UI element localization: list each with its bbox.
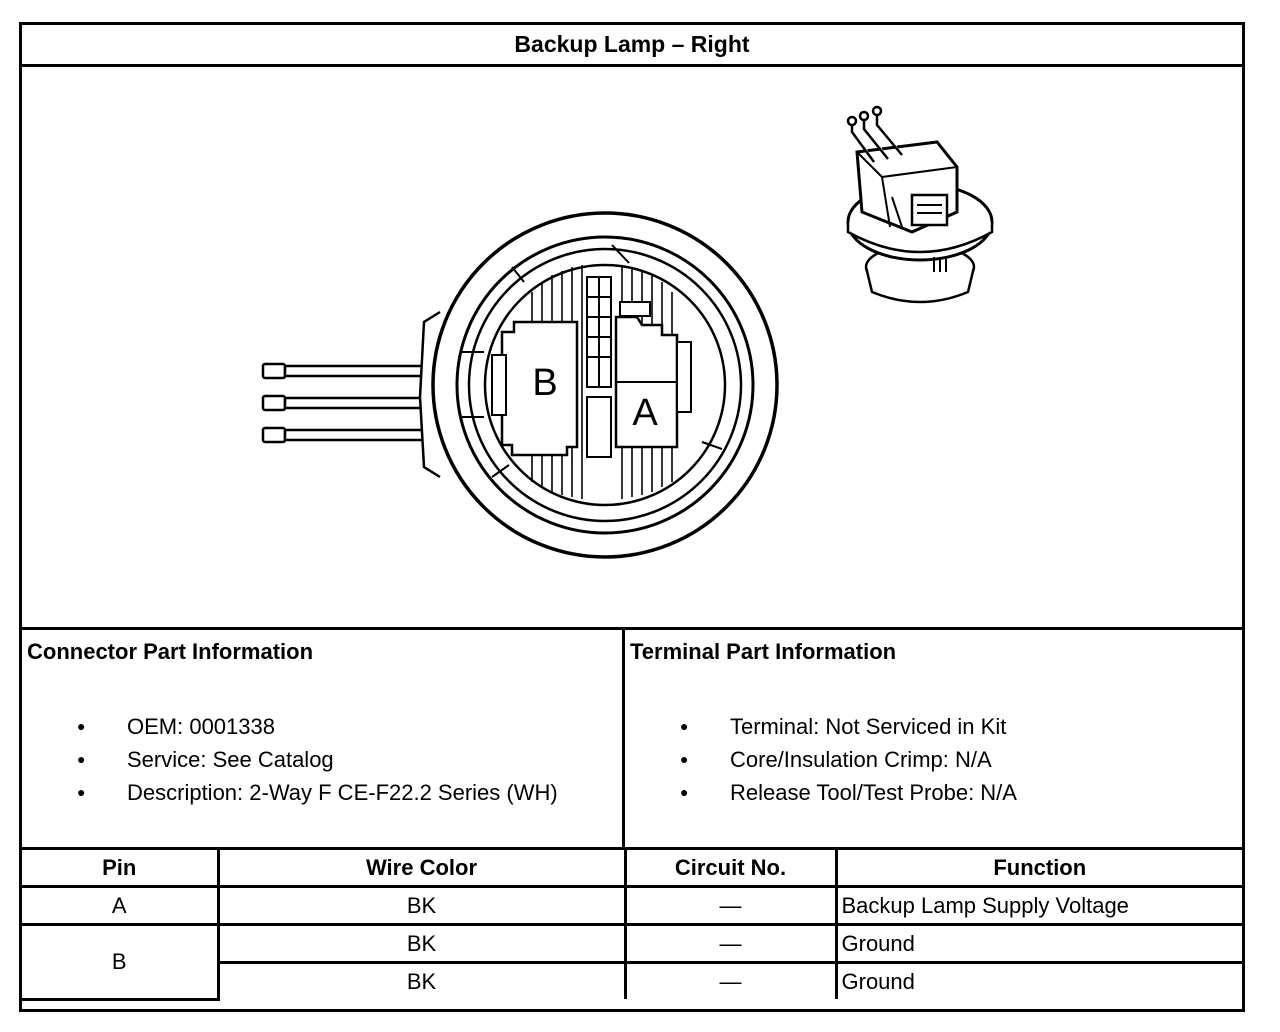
list-item: Core/Insulation Crimp: N/A <box>680 743 1017 776</box>
list-item: Service: See Catalog <box>77 743 558 776</box>
connector-perspective-view <box>846 105 994 304</box>
connector-face-view: B A <box>261 105 994 559</box>
list-item: Terminal: Not Serviced in Kit <box>680 710 1017 743</box>
connector-part-info: Connector Part Information OEM: 0001338 … <box>22 630 625 847</box>
list-item: OEM: 0001338 <box>77 710 558 743</box>
cavity-b-label: B <box>532 362 557 404</box>
column-header-function: Function <box>834 850 1242 888</box>
circuit-cell: — <box>623 885 838 926</box>
terminal-part-info-heading: Terminal Part Information <box>630 639 897 664</box>
list-item: Release Tool/Test Probe: N/A <box>680 776 1017 809</box>
function-cell: Ground <box>834 961 1242 999</box>
connector-part-info-heading: Connector Part Information <box>27 639 314 664</box>
table-header-row: Pin Wire Color Circuit No. Function <box>22 850 1242 888</box>
table-row: B BK — Ground <box>22 923 1242 1001</box>
circuit-cell: — <box>623 923 838 964</box>
terminal-part-info: Terminal Part Information Terminal: Not … <box>625 630 1242 847</box>
pin-cell: A <box>22 885 220 926</box>
pin-table: Pin Wire Color Circuit No. Function A BK… <box>22 850 1242 1001</box>
wire-leads <box>261 362 437 444</box>
column-header-circuit: Circuit No. <box>623 850 838 888</box>
cavity-a-label: A <box>632 392 658 434</box>
part-info-section: Connector Part Information OEM: 0001338 … <box>22 630 1242 850</box>
wire-color-cell: BK <box>218 961 627 999</box>
connector-sheet: Backup Lamp – Right <box>19 22 1245 1012</box>
connector-diagram: B A <box>22 67 1242 630</box>
circuit-cell: — <box>623 961 838 999</box>
wire-color-cell: BK <box>216 885 627 926</box>
cavity-b: B <box>491 320 579 457</box>
column-header-wire-color: Wire Color <box>216 850 627 888</box>
function-cell: Backup Lamp Supply Voltage <box>834 885 1242 926</box>
connector-part-info-list: OEM: 0001338 Service: See Catalog Descri… <box>77 710 558 809</box>
cavity-a: A <box>614 301 692 449</box>
table-row: BK — Ground <box>22 961 1242 999</box>
terminal-part-info-list: Terminal: Not Serviced in Kit Core/Insul… <box>680 710 1017 809</box>
pin-cell: B <box>22 923 220 1001</box>
table-row: A BK — Backup Lamp Supply Voltage <box>22 885 1242 926</box>
list-item: Description: 2-Way F CE-F22.2 Series (WH… <box>77 776 558 809</box>
wire-color-cell: BK <box>216 923 627 964</box>
column-header-pin: Pin <box>22 850 220 888</box>
page-title: Backup Lamp – Right <box>22 25 1242 67</box>
function-cell: Ground <box>834 923 1242 964</box>
